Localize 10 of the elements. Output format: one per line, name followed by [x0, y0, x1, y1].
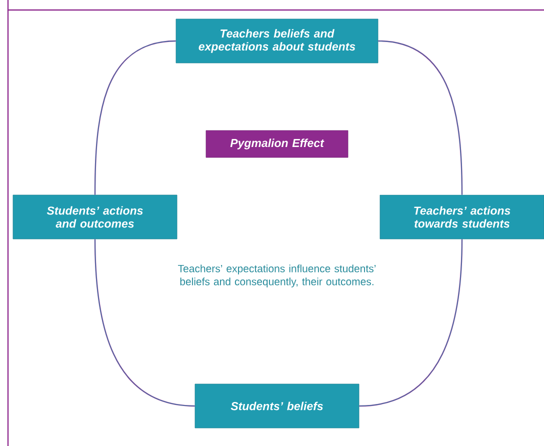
title-box: Pygmalion Effect [206, 130, 348, 158]
stage-box: Teachers beliefs and expectations about students [176, 18, 378, 64]
description-text: Teachers’ expectations influence students’ beliefs and consequently, their outcomes. [178, 264, 376, 288]
circle-arc [378, 40, 463, 196]
circle-arc [94, 40, 176, 196]
circle-arc [358, 238, 463, 407]
circle-arc [94, 238, 196, 407]
stage-box: Teachers’ actions towards students [380, 194, 544, 240]
stage-box: Students’ beliefs [194, 384, 360, 428]
stage-box: Students’ actions and outcomes [12, 194, 178, 240]
